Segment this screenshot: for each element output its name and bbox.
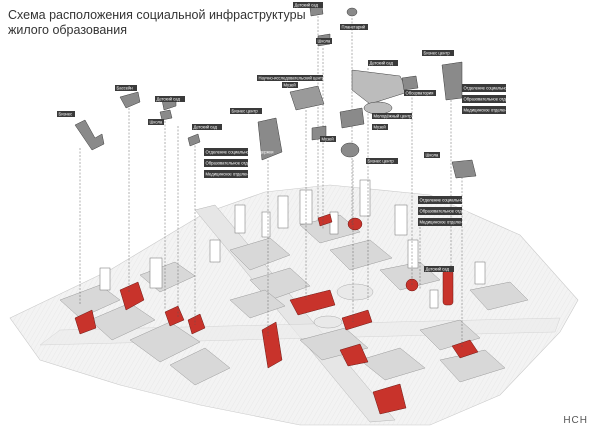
svg-text:Образовательное отделение: Образовательное отделение [206,161,263,166]
leader-lines [79,16,463,348]
label-kindergarten3: Детский сад [293,2,323,8]
highlighted-facilities [74,213,479,415]
label-research-center: Научно-исследовательский центр [257,75,325,81]
business-center1-model [257,117,283,161]
svg-text:Отделение социальной поддержки: Отделение социальной поддержки [206,150,275,155]
svg-text:Детский сад: Детский сад [370,61,394,66]
svg-text:Молодёжный центр: Молодёжный центр [374,114,413,119]
buildings [99,179,486,309]
label-school1: Школа [148,119,164,125]
svg-text:Школа: Школа [426,153,439,158]
label-youth-center: Молодёжный центр [372,113,412,119]
svg-text:Детский сад: Детский сад [194,125,218,130]
svg-text:Образовательное отделение: Образовательное отделение [464,97,521,102]
label-school2: Школа [316,38,332,44]
svg-text:Детский сад: Детский сад [295,3,319,8]
label-planetarium: Планетарий [340,24,368,30]
label-business-center2: Бизнес центр [422,50,454,56]
svg-text:Бизнес центр: Бизнес центр [424,51,451,56]
label-museum1: Музей [282,82,298,88]
label-kindergarten5: Детский сад [424,266,454,272]
svg-text:Планетарий: Планетарий [342,25,366,30]
label-museum2: Музей [320,136,336,142]
svg-text:Отделение социальной поддержки: Отделение социальной поддержки [464,86,533,91]
plazas [313,283,374,329]
diagram-title: Схема расположения социальной инфраструк… [8,8,306,38]
svg-text:Школа: Школа [318,39,331,44]
title-line-2: жилого образования [8,23,127,37]
label-kindergarten2: Детский сад [192,124,222,130]
museum3-model [340,142,360,158]
svg-text:Обсерватория: Обсерватория [406,91,434,96]
label-block-center: Отделение социальной поддержки Образоват… [418,196,488,226]
label-pool: Бассейн [115,85,137,91]
label-block-left: Отделение социальной поддержки Образоват… [204,148,274,178]
svg-text:Медицинское отделение: Медицинское отделение [464,108,512,113]
label-business: Бизнес [57,111,75,117]
label-business-center3: Бизнес центр [366,158,398,164]
svg-text:Школа: Школа [150,120,163,125]
svg-text:Музей: Музей [322,137,335,142]
facility-labels: Бизнес Бассейн Детский сад Школа Детский… [57,2,532,272]
svg-text:Медицинское отделение: Медицинское отделение [206,172,254,177]
business-model [74,119,105,151]
label-museum3: Музей [372,124,388,130]
observatory-model [401,75,419,91]
label-block-right: Отделение социальной поддержки Образоват… [462,84,532,114]
kindergarten4-model [351,69,409,105]
school3-model [451,159,477,179]
label-kindergarten4: Детский сад [368,60,398,66]
studio-logo: НСН [563,415,588,426]
svg-text:Детский сад: Детский сад [426,267,450,272]
svg-text:Отделение социальной поддержки: Отделение социальной поддержки [420,198,489,203]
museum2-model [339,107,365,129]
svg-text:Бизнес центр: Бизнес центр [232,109,259,114]
label-kindergarten1: Детский сад [155,96,185,102]
museum1-model [289,85,325,111]
svg-text:Научно-исследовательский центр: Научно-исследовательский центр [259,76,325,81]
svg-text:Бизнес: Бизнес [59,112,73,117]
kindergarten2-model [187,133,201,147]
planetarium-model [346,7,358,17]
svg-text:Бизнес центр: Бизнес центр [368,159,395,164]
svg-text:Бассейн: Бассейн [117,86,134,91]
floating-buildings [74,5,477,179]
school1-model [159,109,173,121]
svg-text:Медицинское отделение: Медицинское отделение [420,220,468,225]
pool-model [119,91,141,109]
label-business-center1: Бизнес центр [230,108,262,114]
label-observatory: Обсерватория [404,90,436,96]
svg-text:Музей: Музей [374,125,387,130]
svg-text:Образовательное отделение: Образовательное отделение [420,209,477,214]
label-school3: Школа [424,152,440,158]
svg-text:Детский сад: Детский сад [157,97,181,102]
title-line-1: Схема расположения социальной инфраструк… [8,8,306,22]
youth-center-model [363,101,393,115]
business-center2-model [441,61,463,101]
svg-text:Музей: Музей [284,83,297,88]
